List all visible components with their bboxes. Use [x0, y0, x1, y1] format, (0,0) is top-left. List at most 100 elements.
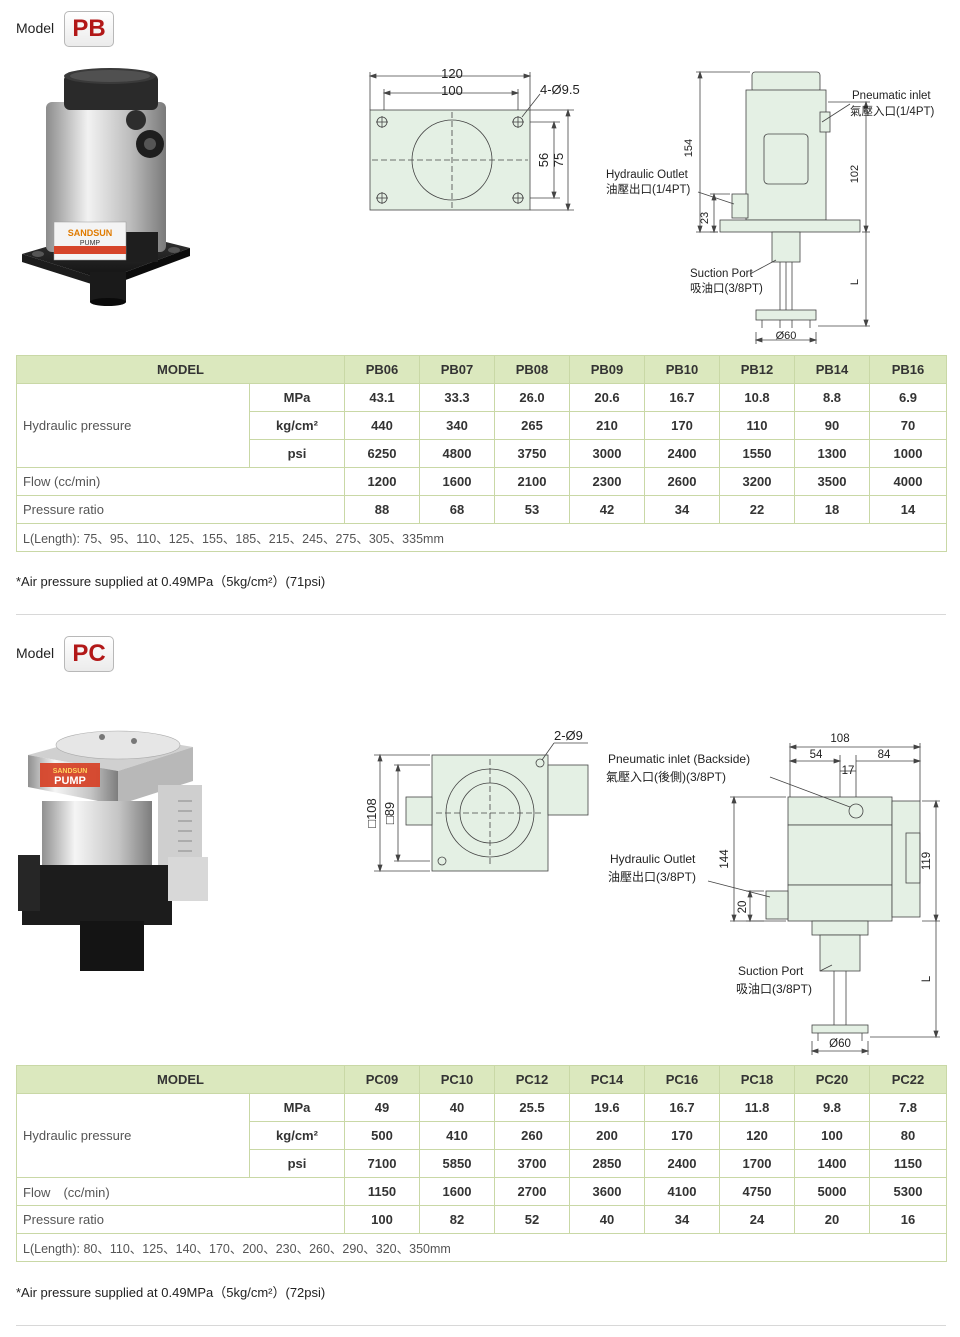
- table-cell: 2100: [494, 467, 571, 496]
- table-cell: 40: [419, 1093, 496, 1122]
- pc-model-col: PC14: [569, 1065, 646, 1094]
- table-cell: 1600: [419, 1177, 496, 1206]
- table-cell: 7100: [344, 1149, 421, 1178]
- table-cell: 53: [494, 495, 571, 524]
- table-cell: 5300: [869, 1177, 948, 1206]
- pb-dim-23: 23: [699, 212, 711, 224]
- table-cell: 34: [644, 495, 721, 524]
- table-cell: 16.7: [644, 1093, 721, 1122]
- table-cell: 1400: [794, 1149, 871, 1178]
- pb-top-view-drawing: 120 100 4-Ø9.5 56 75: [368, 66, 580, 212]
- pc-pneumatic-cn: 氣壓入口(後側)(3/8PT): [606, 770, 726, 784]
- pb-kgcm2-row: kg/cm² 440 340 265 210 170 110 90 70: [17, 411, 948, 440]
- table-cell: 33.3: [419, 383, 496, 412]
- table-cell: 110: [719, 411, 796, 440]
- pb-model-label: Model: [16, 20, 55, 36]
- pb-dim-154: 154: [683, 139, 695, 157]
- pb-flow-row: Flow (cc/min) 1200 1600 2100 2300 2600 3…: [15, 467, 948, 496]
- pb-length-row: L(Length): 75、95、110、125、155、185、215、245…: [15, 523, 948, 552]
- table-cell: 4100: [644, 1177, 721, 1206]
- pb-dim-holes: 4-Ø9.5: [540, 82, 580, 97]
- pb-dim-60: Ø60: [776, 330, 797, 342]
- table-cell: 3700: [494, 1149, 571, 1178]
- pc-dim-60: Ø60: [829, 1038, 851, 1050]
- pc-unit-psi: psi: [248, 1149, 346, 1178]
- pc-model-badge: PC: [64, 636, 114, 672]
- pb-model-col: PB06: [344, 355, 421, 384]
- pc-dim-54: 54: [810, 749, 823, 761]
- table-cell: 260: [494, 1121, 571, 1150]
- pb-dim-56: 56: [536, 153, 551, 167]
- pb-unit-mpa: MPa: [248, 383, 346, 412]
- table-cell: 120: [719, 1121, 796, 1150]
- table-cell: 210: [569, 411, 646, 440]
- pc-hydraulic-en: Hydraulic Outlet: [610, 852, 696, 866]
- table-cell: 4750: [719, 1177, 796, 1206]
- pb-hydraulic-cn: 油壓出口(1/4PT): [606, 182, 691, 196]
- pc-dim-holes: 2-Ø9: [554, 728, 583, 743]
- table-cell: 26.0: [494, 383, 571, 412]
- pb-model-col: PB12: [719, 355, 796, 384]
- pc-header-row: MODEL PC09 PC10 PC12 PC14 PC16 PC18 PC20…: [15, 1065, 948, 1094]
- table-cell: 340: [419, 411, 496, 440]
- table-cell: 2400: [644, 1149, 721, 1178]
- table-cell: 6250: [344, 439, 421, 468]
- pc-suction-en: Suction Port: [738, 964, 804, 978]
- table-cell: 1300: [794, 439, 871, 468]
- pb-header-model: MODEL: [15, 355, 346, 384]
- pb-ratio-label: Pressure ratio: [15, 495, 346, 524]
- table-cell: 3600: [569, 1177, 646, 1206]
- pc-header-model: MODEL: [15, 1065, 346, 1094]
- pc-dim-89: □89: [382, 802, 397, 824]
- pb-photo-label: PUMP: [80, 240, 101, 247]
- pb-mpa-row: Hydraulic pressure MPa 43.1 33.3 26.0 20…: [16, 383, 948, 468]
- table-cell: 100: [344, 1205, 421, 1234]
- table-cell: 90: [794, 411, 871, 440]
- table-cell: 1150: [869, 1149, 948, 1178]
- table-cell: 100: [794, 1121, 871, 1150]
- table-cell: 7.8: [869, 1093, 948, 1122]
- pc-mpa-row: Hydraulic pressure MPa 49 40 25.5 19.6 1…: [16, 1093, 948, 1178]
- table-cell: 265: [494, 411, 571, 440]
- pc-dim-17: 17: [842, 765, 855, 777]
- pb-photo-brand: SANDSUN: [68, 228, 113, 238]
- pc-model-col: PC16: [644, 1065, 721, 1094]
- pb-header-row: MODEL PB06 PB07 PB08 PB09 PB10 PB12 PB14…: [15, 355, 948, 384]
- pc-length-row: L(Length): 80、110、125、140、170、200、230、26…: [15, 1233, 948, 1262]
- pc-top-view-drawing: 2-Ø9 □108 □89: [364, 728, 589, 873]
- table-cell: 440: [344, 411, 421, 440]
- pc-dim-L: L: [921, 975, 933, 982]
- table-cell: 19.6: [569, 1093, 646, 1122]
- table-cell: 500: [344, 1121, 421, 1150]
- pc-section: Model PC SANDSUN PUMP: [0, 615, 960, 1337]
- table-cell: 25.5: [494, 1093, 571, 1122]
- table-cell: 2300: [569, 467, 646, 496]
- pc-spec-table: MODEL PC09 PC10 PC12 PC14 PC16 PC18 PC20…: [15, 1065, 948, 1262]
- pc-product-photo: SANDSUN PUMP: [18, 730, 208, 971]
- pc-unit-mpa: MPa: [248, 1093, 346, 1122]
- table-cell: 3500: [794, 467, 871, 496]
- pb-length-text: L(Length): 75、95、110、125、155、185、215、245…: [15, 523, 948, 552]
- table-cell: 16: [869, 1205, 948, 1234]
- pc-flow-label: Flow (cc/min): [15, 1177, 346, 1206]
- pc-dim-108: □108: [364, 798, 379, 828]
- section-divider: [16, 614, 946, 615]
- pc-model-col: PC20: [794, 1065, 871, 1094]
- pb-hydraulic-label: Hydraulic pressure: [16, 383, 250, 468]
- pc-hydraulic-label: Hydraulic pressure: [16, 1093, 250, 1178]
- table-cell: 14: [869, 495, 948, 524]
- pb-pneumatic-cn: 氣壓入口(1/4PT): [850, 104, 935, 118]
- pb-dim-102: 102: [849, 165, 861, 183]
- pb-model-col: PB14: [794, 355, 871, 384]
- table-cell: 2400: [644, 439, 721, 468]
- table-cell: 170: [644, 411, 721, 440]
- pb-pneumatic-en: Pneumatic inlet: [852, 90, 931, 102]
- table-cell: 68: [419, 495, 496, 524]
- pc-kgcm2-row: kg/cm² 500 410 260 200 170 120 100 80: [17, 1121, 948, 1150]
- table-cell: 200: [569, 1121, 646, 1150]
- table-cell: 1550: [719, 439, 796, 468]
- pb-model-col: PB10: [644, 355, 721, 384]
- pb-section: Model PB SAN: [0, 0, 960, 615]
- table-cell: 5000: [794, 1177, 871, 1206]
- pc-photo-label: PUMP: [54, 775, 86, 787]
